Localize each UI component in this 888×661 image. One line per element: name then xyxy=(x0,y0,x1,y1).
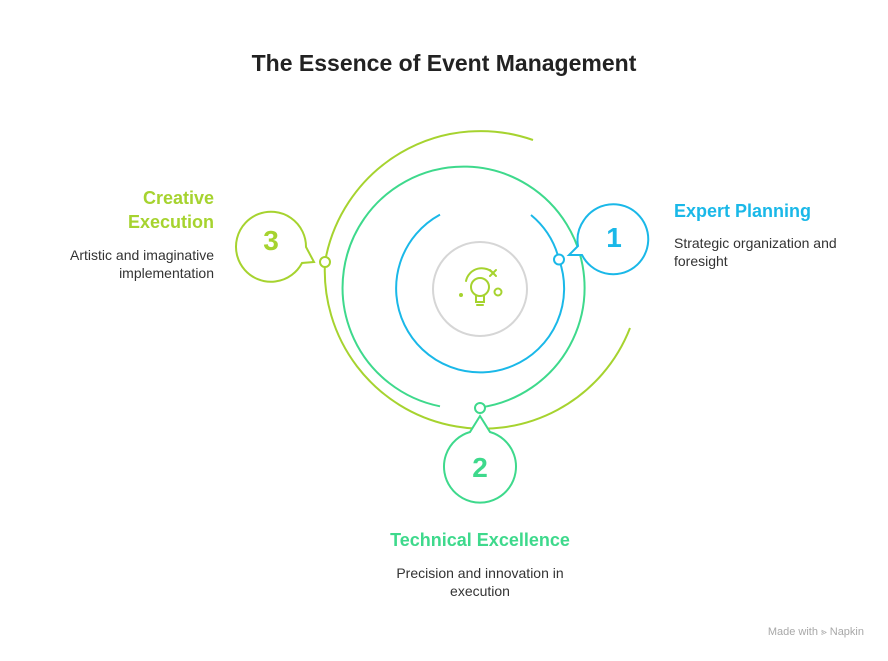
connector-dot-2 xyxy=(474,402,486,414)
ring-technical-excellence xyxy=(341,165,586,409)
ring-expert-planning xyxy=(395,213,566,374)
heading-creative-execution: Creative Execution xyxy=(127,188,214,232)
heading-technical-excellence: Technical Excellence xyxy=(390,530,570,550)
ring-creative-execution-top xyxy=(324,130,534,263)
napkin-icon: ⪢ xyxy=(821,627,827,638)
badge-creative-execution: 3 xyxy=(235,210,316,283)
watermark-brand: Napkin xyxy=(829,626,864,638)
badge-number-3: 3 xyxy=(263,225,279,256)
description-creative-execution: Artistic and imaginative implementation xyxy=(70,247,214,281)
made-with-napkin-watermark[interactable]: Made with ⪢ Napkin xyxy=(768,626,864,638)
page-title: The Essence of Event Management xyxy=(251,50,637,76)
badge-expert-planning: 1 xyxy=(566,203,650,276)
description-expert-planning: Strategic organization and foresight xyxy=(674,235,837,269)
badge-number-1: 1 xyxy=(606,222,622,253)
ring-expert-planning-tail xyxy=(530,214,560,260)
heading-expert-planning: Expert Planning xyxy=(674,201,812,221)
badge-number-2: 2 xyxy=(472,452,488,483)
description-technical-excellence: Precision and innovation in execution xyxy=(396,565,564,599)
ring-creative-execution xyxy=(323,261,631,430)
center-circle xyxy=(432,241,528,337)
badge-technical-excellence: 2 xyxy=(443,414,517,504)
watermark-prefix: Made with xyxy=(767,626,818,638)
lightbulb-icon xyxy=(459,267,503,306)
connector-dot-3 xyxy=(319,256,331,268)
connector-dot-1 xyxy=(553,253,565,266)
